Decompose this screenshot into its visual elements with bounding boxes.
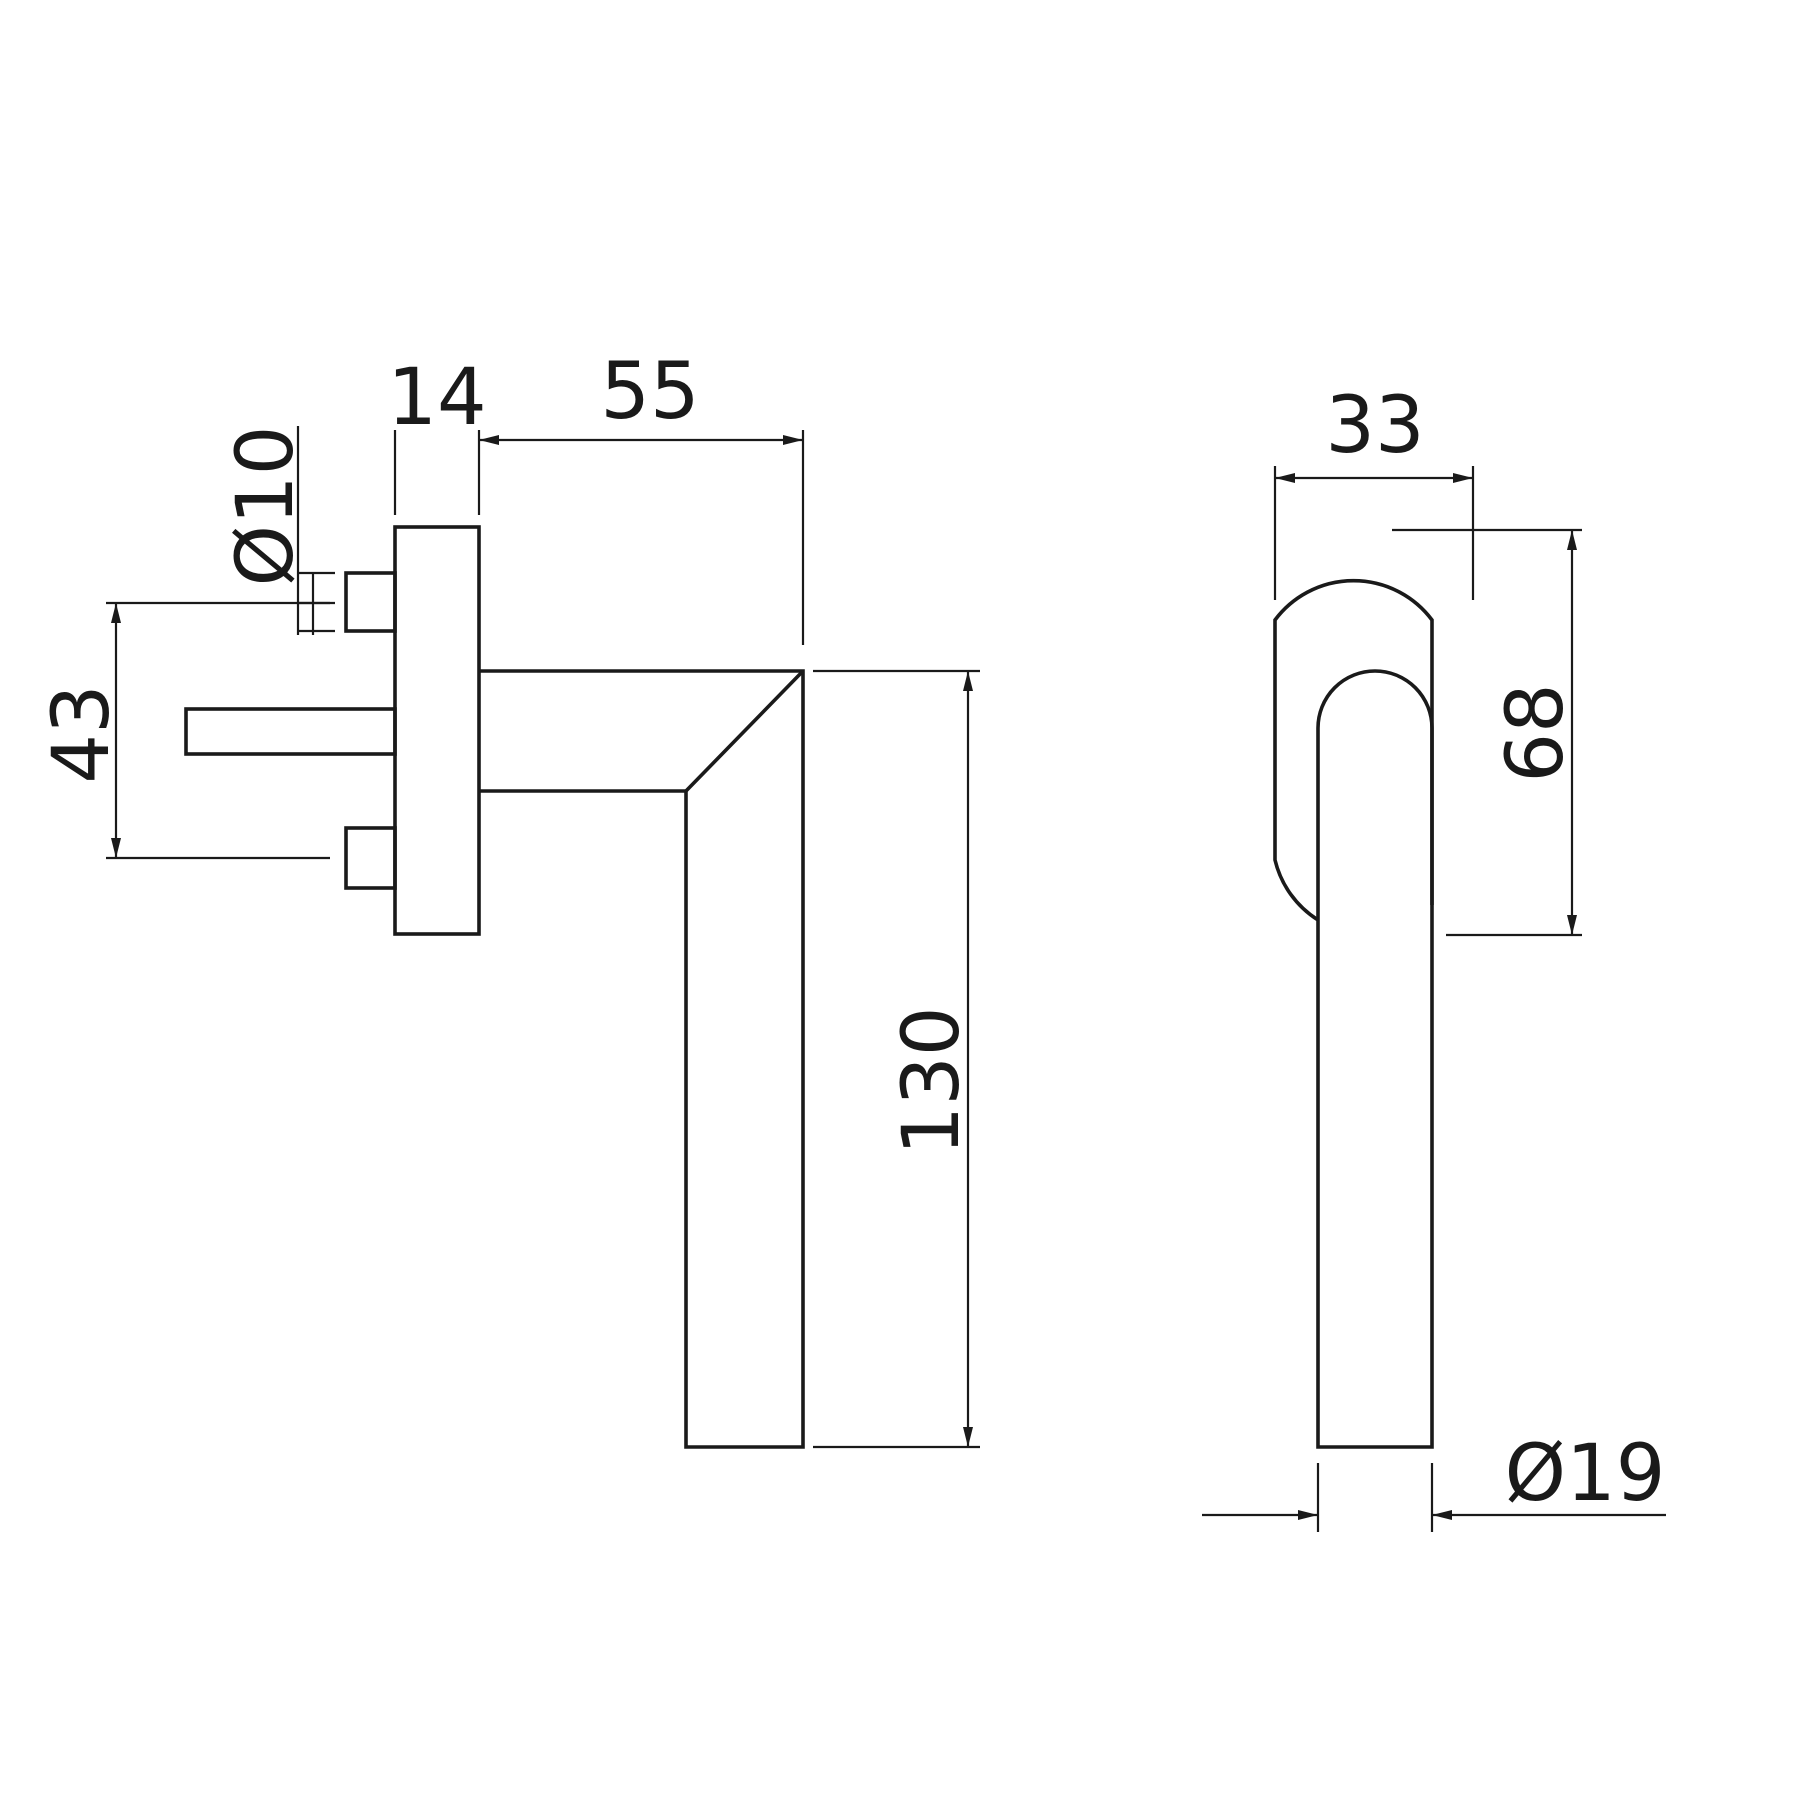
dim-screw-spacing-label: 43 bbox=[37, 684, 127, 783]
lever-chamfer bbox=[684, 669, 805, 793]
front-view: 33 68 Ø19 bbox=[1202, 381, 1666, 1532]
side-view: 55 14 Ø10 43 130 bbox=[37, 347, 980, 1449]
upper-screw-stud bbox=[344, 571, 397, 633]
rose-plate bbox=[393, 525, 481, 936]
dim-spindle-diameter-label: Ø10 bbox=[221, 426, 311, 587]
oval-rose bbox=[1273, 578, 1434, 922]
lever-shaft bbox=[1316, 669, 1434, 1449]
dim-rose-height-label: 68 bbox=[1491, 683, 1581, 782]
lower-screw-stud bbox=[344, 826, 397, 890]
dim-projection-label: 55 bbox=[600, 347, 699, 437]
dim-lever-length-label: 130 bbox=[887, 1007, 977, 1156]
lever-body bbox=[479, 669, 805, 1449]
dim-lever-diameter-label: Ø19 bbox=[1505, 1429, 1666, 1519]
dim-rose-width-label: 33 bbox=[1325, 381, 1424, 471]
dim-rose-thickness-label: 14 bbox=[387, 353, 486, 443]
square-spindle bbox=[184, 707, 397, 756]
